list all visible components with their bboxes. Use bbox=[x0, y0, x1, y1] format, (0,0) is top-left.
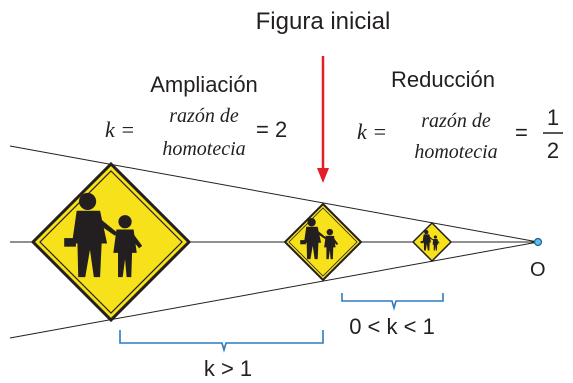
enlargement-value: = 2 bbox=[256, 117, 287, 142]
sign-initial bbox=[283, 202, 363, 282]
bracket-reduction bbox=[341, 293, 444, 311]
lower-ray bbox=[9, 241, 539, 339]
sign-enlargement bbox=[30, 161, 192, 323]
enlargement-ratio-line1: razón de bbox=[169, 105, 239, 127]
fraction-numerator: 1 bbox=[547, 105, 559, 130]
reduction-k: k = bbox=[357, 119, 387, 144]
reduction-ratio-line1: razón de bbox=[421, 110, 491, 132]
reduction-ratio-line2: homotecia bbox=[414, 141, 497, 163]
enlargement-k: k = bbox=[105, 117, 135, 142]
fraction-denominator: 2 bbox=[547, 138, 559, 163]
upper-ray bbox=[9, 145, 539, 243]
center-point bbox=[533, 237, 543, 247]
reduction-equals: = bbox=[515, 120, 528, 145]
range-reduction-label: 0 < k < 1 bbox=[349, 314, 435, 339]
figure-label: Figura inicial bbox=[256, 8, 391, 35]
sign-reduction bbox=[411, 221, 453, 263]
range-enlargement-label: k > 1 bbox=[204, 356, 252, 381]
bracket-enlargement bbox=[119, 330, 324, 353]
enlargement-ratio-line2: homotecia bbox=[162, 138, 245, 160]
reduction-title: Reducción bbox=[391, 67, 495, 92]
center-label: O bbox=[530, 259, 546, 281]
enlargement-title: Ampliación bbox=[150, 72, 258, 97]
arrow-head-icon bbox=[317, 168, 329, 183]
